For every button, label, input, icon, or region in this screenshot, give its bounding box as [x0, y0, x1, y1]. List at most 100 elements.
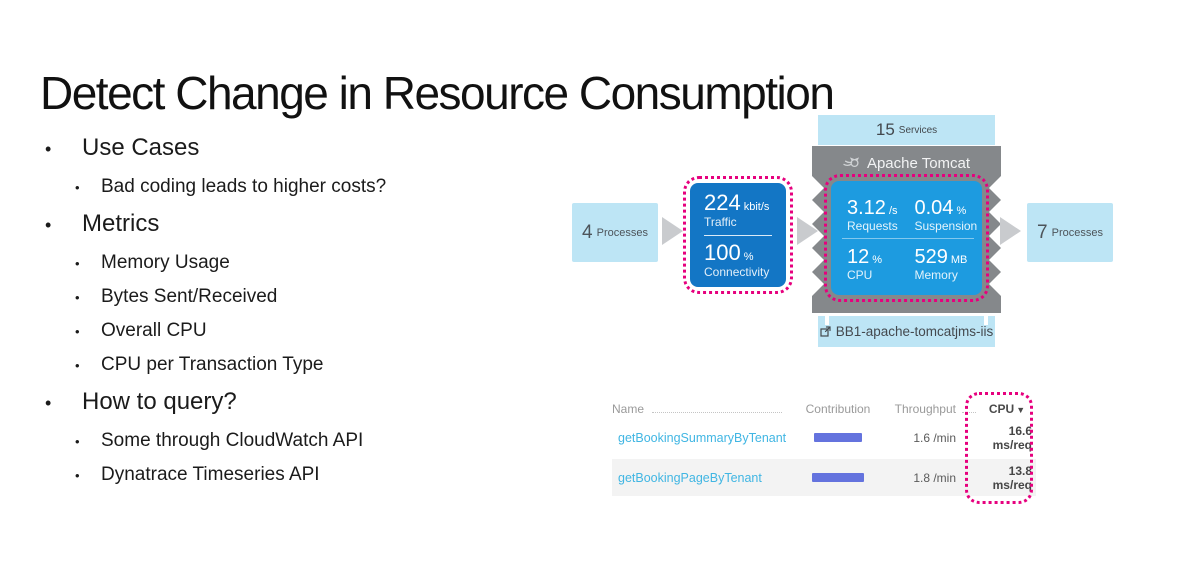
bullet-icon: •	[75, 358, 80, 373]
cpu-metric: 12% CPU	[847, 240, 915, 287]
services-count-bar[interactable]: 15 Services	[818, 115, 995, 145]
list-item-label: Bytes Sent/Received	[101, 286, 278, 307]
list-item-label: Use Cases	[82, 134, 200, 161]
bullet-icon: •	[75, 180, 80, 195]
list-item: • Memory Usage	[40, 250, 540, 277]
column-header-throughput: Throughput	[894, 402, 956, 416]
list-item-label: Metrics	[82, 210, 160, 237]
contribution-bar	[812, 473, 864, 482]
bullet-icon: •	[75, 324, 80, 339]
column-header-contribution: Contribution	[805, 402, 871, 416]
header-leader-line	[652, 412, 782, 413]
page-title: Detect Change in Resource Consumption	[40, 66, 835, 119]
list-item: • Bytes Sent/Received	[40, 284, 540, 311]
list-item: • Use Cases	[40, 132, 540, 165]
contribution-bar	[814, 433, 862, 442]
service-link[interactable]: getBookingSummaryByTenant	[618, 430, 787, 445]
header-leader-line	[962, 412, 976, 413]
process-count: 7	[1037, 221, 1048, 243]
technology-title: Apache Tomcat	[812, 150, 1001, 176]
services-count: 15	[875, 120, 895, 139]
requests-label: Requests	[847, 218, 898, 233]
cpu-unit: %	[872, 253, 883, 266]
requests-metric: 3.12/s Requests	[847, 191, 915, 238]
bullet-icon: •	[45, 393, 52, 413]
column-header-name: Name	[612, 402, 645, 416]
bullet-list: • Use Cases • Bad coding leads to higher c…	[40, 126, 540, 496]
memory-value: 529	[914, 245, 948, 268]
flow-arrow-icon	[662, 217, 683, 245]
suspension-metric: 0.04% Suspension	[915, 191, 983, 238]
list-item: • CPU per Transaction Type	[40, 352, 540, 379]
services-label: Services	[898, 124, 938, 136]
notch	[984, 316, 988, 325]
cpu-header-label: CPU	[988, 402, 1015, 416]
suspension-label: Suspension	[914, 218, 978, 233]
traffic-label: Traffic	[704, 214, 737, 229]
suspension-value: 0.04	[914, 196, 954, 219]
suspension-unit: %	[956, 204, 967, 217]
memory-unit: MB	[950, 253, 968, 266]
service-link[interactable]: getBookingPageByTenant	[618, 470, 762, 485]
bullet-icon: •	[75, 468, 80, 483]
list-item: • Bad coding leads to higher costs?	[40, 174, 540, 201]
host-link-bar[interactable]: BB1-apache-tomcatjms-iis	[818, 316, 995, 347]
list-item: • Some through CloudWatch API	[40, 428, 540, 455]
tile-divider	[704, 234, 772, 236]
bullet-icon: •	[45, 139, 52, 159]
table-header-row: Name Contribution Throughput CPU▼	[612, 396, 1036, 416]
throughput-value: 1.6 /min	[913, 430, 956, 445]
external-link-icon	[820, 326, 831, 337]
service-metrics-highlight: 3.12/s Requests 0.04% Suspension 12% CPU…	[824, 174, 989, 302]
bullet-icon: •	[75, 434, 80, 449]
list-item-label: Bad coding leads to higher costs?	[101, 176, 387, 197]
requests-value: 3.12	[847, 196, 886, 219]
list-item-label: Memory Usage	[101, 252, 230, 273]
contribution-cell	[792, 433, 884, 442]
cpu-value: 12	[847, 245, 870, 268]
process-label: Processes	[1051, 226, 1103, 239]
memory-label: Memory	[914, 267, 958, 282]
traffic-unit: kbit/s	[743, 200, 770, 213]
service-metrics-tile[interactable]: 3.12/s Requests 0.04% Suspension 12% CPU…	[831, 181, 982, 295]
bullet-icon: •	[75, 256, 80, 271]
throughput-value: 1.8 /min	[913, 470, 956, 485]
contribution-cell	[792, 473, 884, 482]
list-item: • Metrics	[40, 208, 540, 241]
list-item: • How to query?	[40, 386, 540, 419]
bullet-icon: •	[75, 290, 80, 305]
column-header-cpu-sort[interactable]: CPU▼	[978, 402, 1036, 416]
requests-unit: /s	[888, 204, 898, 217]
list-item-label: CPU per Transaction Type	[101, 354, 324, 375]
flow-arrow-icon	[1000, 217, 1021, 245]
list-item: • Dynatrace Timeseries API	[40, 462, 540, 489]
connectivity-label: Connectivity	[704, 265, 770, 280]
notch	[825, 316, 829, 325]
connectivity-metric: 100% Connectivity	[704, 240, 786, 280]
list-item-label: Some through CloudWatch API	[101, 430, 364, 451]
metrics-tile-divider	[842, 238, 974, 239]
list-item-label: Dynatrace Timeseries API	[101, 464, 320, 485]
technology-label: Apache Tomcat	[866, 154, 971, 172]
list-item: •Overall CPU	[40, 318, 540, 345]
process-count: 4	[582, 221, 593, 243]
cpu-label: CPU	[847, 267, 873, 282]
host-name: BB1-apache-tomcatjms-iis	[835, 324, 994, 339]
traffic-value: 224	[704, 189, 741, 215]
processes-tile-left[interactable]: 4 Processes	[572, 203, 658, 262]
process-label: Processes	[596, 226, 648, 239]
connectivity-value: 100	[704, 240, 741, 266]
processes-tile-right[interactable]: 7 Processes	[1027, 203, 1113, 262]
bullet-icon: •	[45, 215, 52, 235]
tomcat-icon	[843, 157, 860, 168]
services-table: Name Contribution Throughput CPU▼ getBoo…	[612, 396, 1036, 496]
list-item-label: How to query?	[82, 388, 237, 415]
